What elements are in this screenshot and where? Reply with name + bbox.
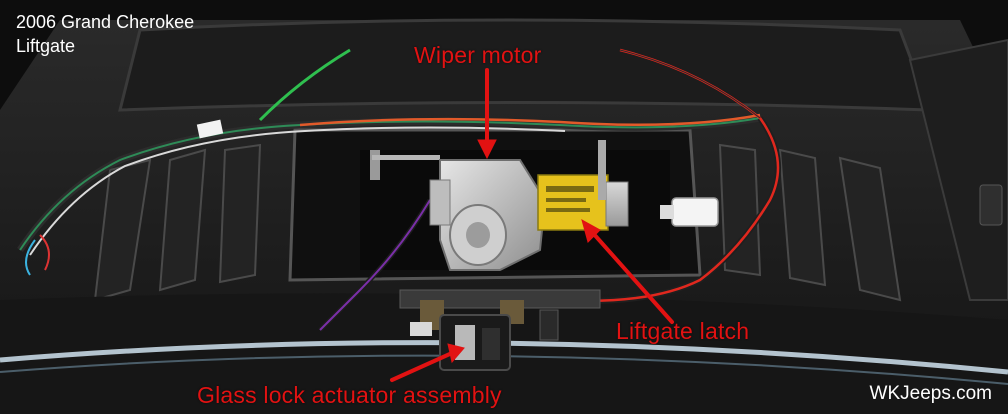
photo-caption-line1: 2006 Grand Cherokee bbox=[16, 12, 195, 32]
right-ribs bbox=[718, 143, 902, 302]
label-wiper-motor: Wiper motor bbox=[414, 42, 542, 68]
label-glass-lock-actuator: Glass lock actuator assembly bbox=[197, 382, 502, 408]
photo-caption-line2: Liftgate bbox=[16, 36, 76, 56]
latch-assembly bbox=[399, 289, 601, 371]
site-watermark: WKJeeps.com bbox=[869, 383, 992, 404]
left-ribs bbox=[93, 143, 262, 302]
annotation-arrows bbox=[390, 68, 674, 382]
label-liftgate-latch: Liftgate latch bbox=[616, 318, 750, 344]
connector-right bbox=[671, 197, 719, 227]
wiper-motor-assembly bbox=[370, 140, 629, 271]
